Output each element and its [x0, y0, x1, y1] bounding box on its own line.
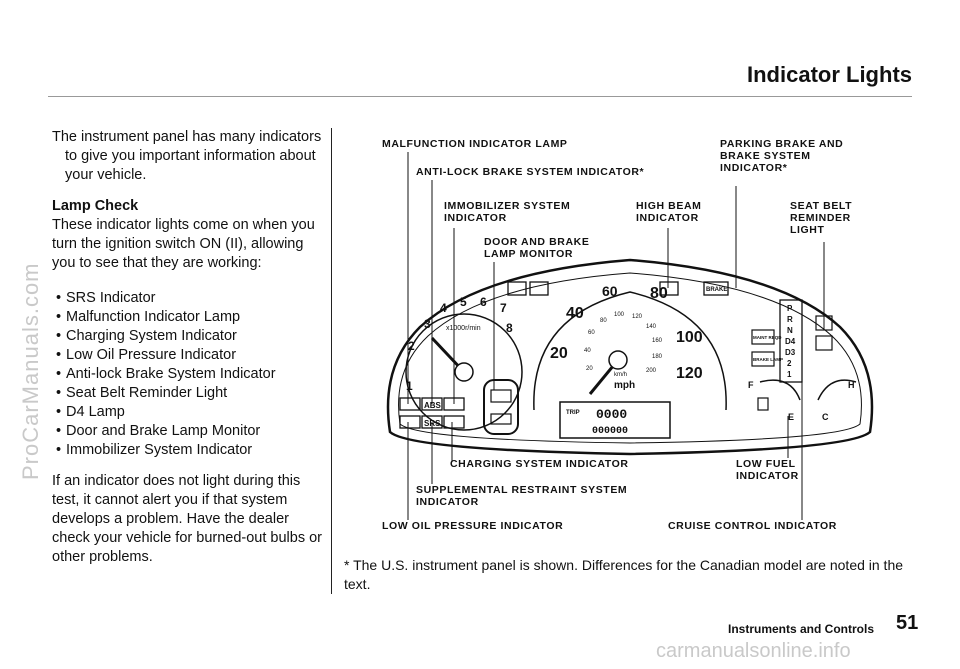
tach-label: 2 [408, 339, 415, 353]
speed-kmh-label: 180 [652, 354, 663, 360]
brake-lamp-top-label: BRAKE [706, 287, 727, 293]
srs-lamp-label: SRS [424, 419, 441, 428]
trip-value: 0000 [596, 407, 627, 422]
fuel-empty-label: E [788, 412, 794, 422]
cluster-housing [386, 258, 874, 456]
list-item: Immobilizer System Indicator [52, 441, 324, 460]
speed-kmh-label: 160 [652, 338, 663, 344]
brake-lamp-label: BRAKE LAMP [753, 357, 783, 362]
gear-label: P [787, 304, 793, 313]
lamp-check-heading: Lamp Check [52, 198, 139, 214]
gear-label: 2 [787, 359, 792, 368]
header-rule [48, 96, 912, 97]
speed-mph-label: 100 [676, 329, 703, 346]
callout-srs: SUPPLEMENTAL RESTRAINT SYSTEM INDICATOR [416, 484, 628, 508]
list-item: Charging System Indicator [52, 327, 324, 346]
list-item: Door and Brake Lamp Monitor [52, 422, 324, 441]
tach-label: 3 [424, 317, 431, 331]
intro-paragraph: The instrument panel has many indicators… [52, 129, 322, 183]
cluster-svg: 1 2 3 4 5 6 7 8 x1000r/min ABS SRS [386, 152, 874, 520]
list-item: Anti-lock Brake System Indicator [52, 365, 324, 384]
tach-label: 7 [500, 301, 507, 315]
page-number: 51 [896, 612, 919, 634]
speed-kmh-label: 200 [646, 368, 657, 374]
speed-mph-label: 40 [566, 305, 584, 322]
speed-mph-label: 80 [650, 285, 668, 302]
temp-hot-label: H [848, 380, 855, 390]
callout-low-fuel: LOW FUEL INDICATOR [736, 458, 799, 482]
temp-cold-label: C [822, 412, 829, 422]
speed-kmh-label: 140 [646, 324, 657, 330]
left-column: The instrument panel has many indicators… [52, 128, 324, 567]
watermark-side: ProCarManuals.com [18, 262, 43, 480]
fuel-temp-gauges: F E H C [748, 379, 857, 422]
list-item: Seat Belt Reminder Light [52, 384, 324, 403]
speed-kmh-label: 100 [614, 312, 625, 318]
speed-kmh-label: 20 [586, 366, 593, 372]
speed-unit-mph: mph [614, 380, 635, 391]
left-warning-lights: ABS SRS [399, 397, 465, 429]
callout-cruise: CRUISE CONTROL INDICATOR [668, 520, 837, 532]
footer-section-title: Instruments and Controls [728, 622, 875, 636]
speed-kmh-label: 120 [632, 314, 643, 320]
gear-label: R [787, 315, 793, 324]
closing-paragraph: If an indicator does not light during th… [52, 473, 323, 565]
instrument-panel-diagram: MALFUNCTION INDICATOR LAMP ANTI-LOCK BRA… [360, 132, 900, 552]
speedometer: 20 40 60 80 100 120 20 40 60 80 100 120 … [533, 283, 727, 411]
tach-label: 4 [440, 301, 447, 315]
speed-mph-label: 60 [602, 283, 618, 299]
callout-door-brake: DOOR AND BRAKE LAMP MONITOR [484, 236, 590, 260]
tach-label: 1 [406, 379, 413, 393]
page-title: Indicator Lights [747, 62, 912, 87]
gear-label: D4 [785, 337, 796, 346]
list-item: Malfunction Indicator Lamp [52, 308, 324, 327]
gear-label: D3 [785, 348, 796, 357]
list-item: Low Oil Pressure Indicator [52, 346, 324, 365]
fuel-full-label: F [748, 380, 754, 390]
list-item: D4 Lamp [52, 403, 324, 422]
tach-unit: x1000r/min [446, 325, 481, 332]
lamp-check-text: These indicator lights come on when you … [52, 217, 315, 271]
tachometer: 1 2 3 4 5 6 7 8 x1000r/min [405, 295, 523, 431]
speed-mph-label: 120 [676, 365, 703, 382]
callout-leader-lines [407, 152, 825, 520]
callout-antilock: ANTI-LOCK BRAKE SYSTEM INDICATOR* [416, 166, 645, 178]
tach-label: 8 [506, 321, 513, 335]
callout-charging: CHARGING SYSTEM INDICATOR [450, 458, 629, 470]
speed-kmh-label: 80 [600, 318, 607, 324]
abs-lamp-label: ABS [424, 401, 442, 410]
list-item: SRS Indicator [52, 289, 324, 308]
trip-label: TRIP [566, 410, 580, 416]
odometer-display: TRIP 0000 000000 [559, 401, 671, 439]
speed-mph-label: 20 [550, 345, 568, 362]
gear-indicator: P R N D4 D3 2 1 MAINT REQD BRAKE LAMP [751, 299, 833, 383]
door-monitor-car [483, 379, 519, 435]
gear-label: 1 [787, 370, 792, 379]
callout-malfunction: MALFUNCTION INDICATOR LAMP [382, 138, 568, 150]
maint-lamp-label: MAINT REQD [753, 335, 782, 340]
odo-value: 000000 [592, 426, 628, 437]
top-indicator-lamps: BRAKE [507, 281, 729, 296]
column-divider [331, 128, 332, 594]
callout-parking-brake: PARKING BRAKE AND BRAKE SYSTEM INDICATOR… [720, 138, 844, 174]
footnote: * The U.S. instrument panel is shown. Di… [344, 557, 904, 592]
gear-label: N [787, 326, 793, 335]
tach-label: 5 [460, 295, 467, 309]
speed-unit-kmh: km/h [614, 372, 627, 378]
callout-low-oil: LOW OIL PRESSURE INDICATOR [382, 520, 564, 532]
lamp-check-list: SRS Indicator Malfunction Indicator Lamp… [52, 289, 324, 460]
callout-seat-belt: SEAT BELT REMINDER LIGHT [790, 200, 853, 236]
speed-kmh-label: 60 [588, 330, 595, 336]
watermark-bottom: carmanualsonline.info [656, 640, 851, 662]
callout-high-beam: HIGH BEAM INDICATOR [636, 200, 702, 224]
tach-label: 6 [480, 295, 487, 309]
speed-kmh-label: 40 [584, 348, 591, 354]
callout-immobilizer: IMMOBILIZER SYSTEM INDICATOR [444, 200, 571, 224]
